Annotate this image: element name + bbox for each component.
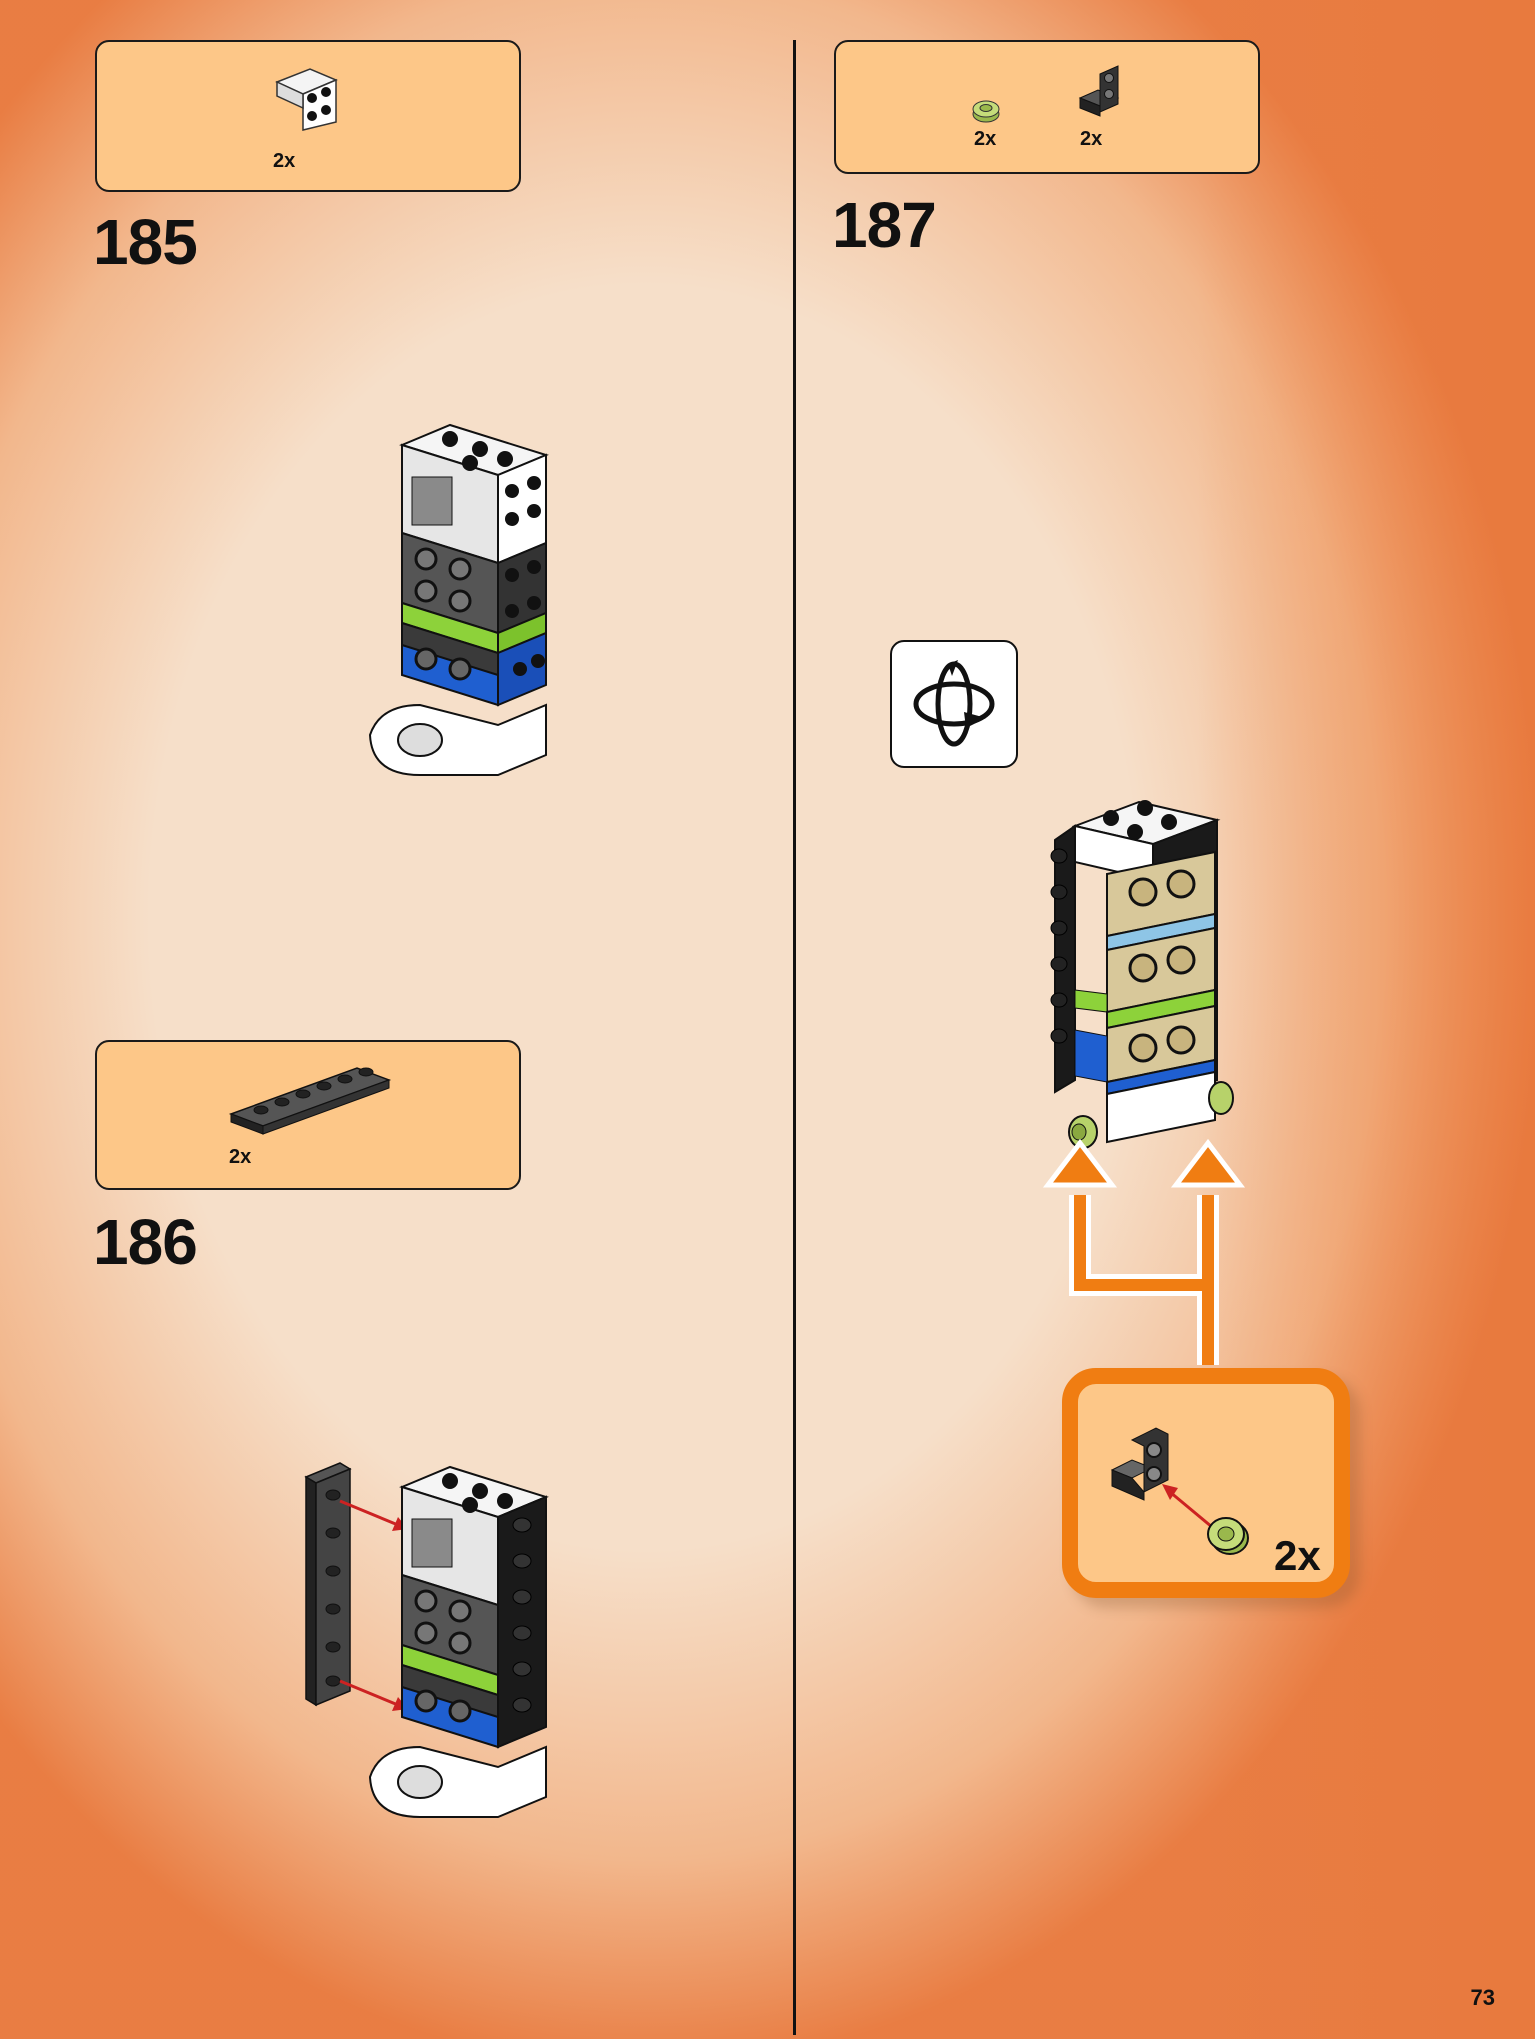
white-bracket-part-icon [275,68,338,131]
step-number-186: 186 [93,1206,198,1278]
black-bracket-part-icon [1078,65,1120,117]
callout-quantity: 2x [1274,1532,1321,1579]
sub-assembly-drawing [1110,1427,1249,1555]
sub-assembly-callout: 2x [1062,1368,1350,1598]
part-quantity: 2x [229,1146,252,1168]
parts-box-step-185: 2x [95,40,521,192]
part-quantity: 2x [974,128,997,150]
part-quantity: 2x [273,150,296,172]
callout-arrows [1042,1138,1246,1365]
parts-box-step-186: 2x [95,1040,521,1190]
step-number-185: 185 [93,206,198,278]
part-quantity: 2x [1080,128,1103,150]
lime-round-plate-part-icon [972,100,1000,123]
page-number: 73 [1470,1985,1495,2010]
build-model-step-186 [304,1462,549,1818]
black-plate-part-icon [228,1067,392,1135]
build-model-step-187 [1050,800,1234,1149]
parts-box-step-187: 2x 2x [834,40,1260,174]
build-model-step-185 [368,423,549,776]
step-number-187: 187 [832,189,937,261]
column-divider [793,40,796,2035]
rotate-model-icon [890,640,1018,768]
